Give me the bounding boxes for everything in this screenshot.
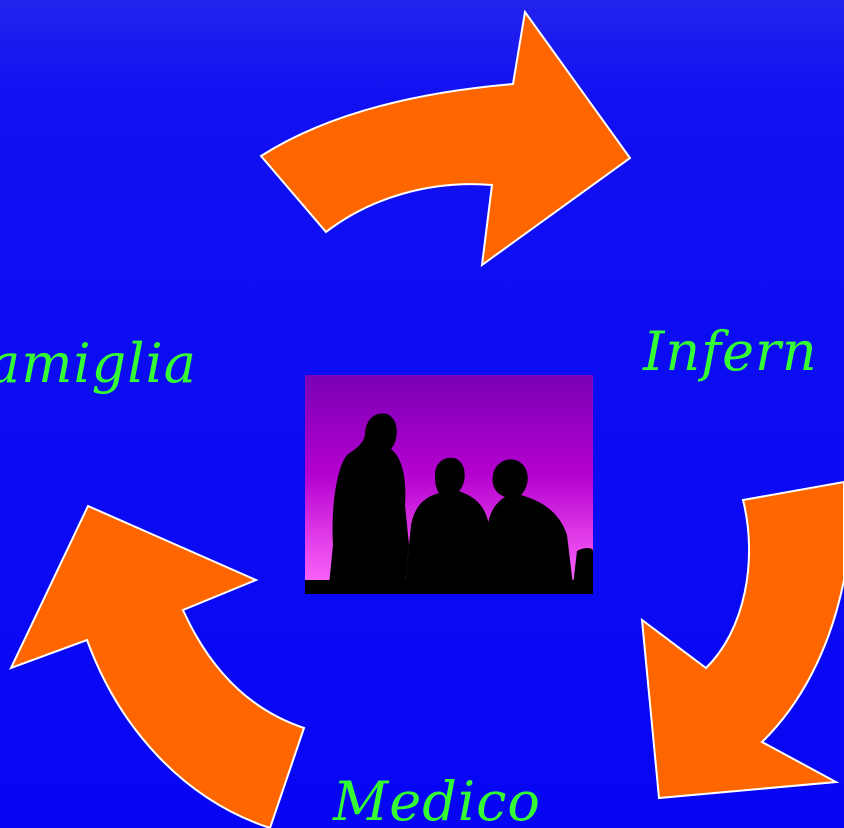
family-label: amiglia bbox=[0, 332, 197, 395]
doctor-label: Medico bbox=[333, 770, 541, 828]
person-silhouette-2 bbox=[405, 457, 495, 585]
person-silhouette-1 bbox=[329, 413, 409, 585]
people-silhouette-image bbox=[305, 375, 593, 594]
left-curved-arrow bbox=[9, 504, 306, 828]
photo-svg bbox=[305, 375, 593, 594]
person-silhouette-4 bbox=[573, 548, 593, 585]
person-silhouette-3 bbox=[483, 459, 573, 585]
top-curved-arrow bbox=[259, 9, 632, 268]
nurse-label: Infern bbox=[643, 320, 818, 383]
right-curved-arrow bbox=[640, 480, 844, 800]
